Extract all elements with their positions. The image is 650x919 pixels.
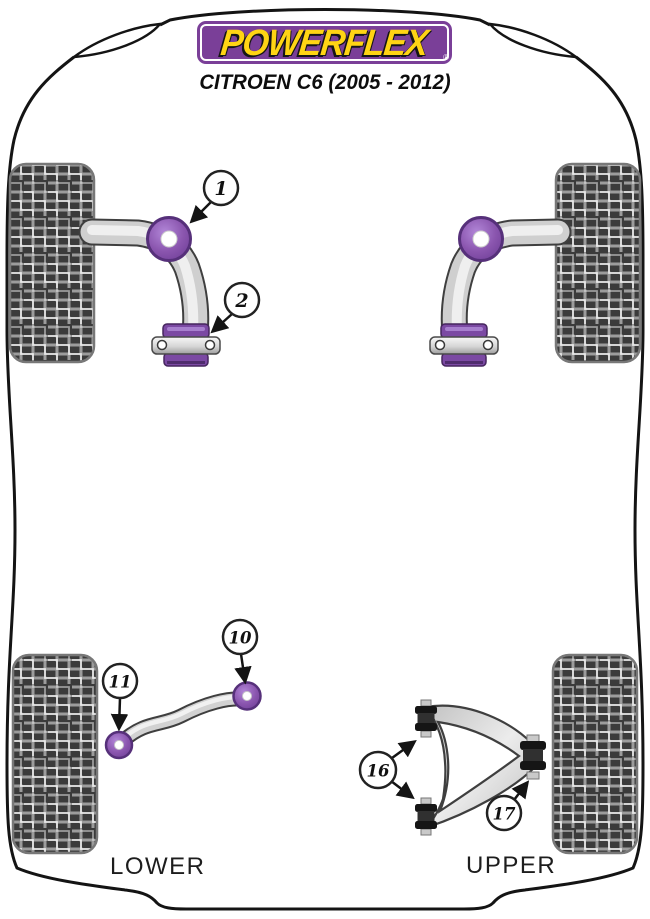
tire-rear-left [11,653,99,855]
callout-11: 11 [101,662,139,732]
front-left-arm [78,216,221,367]
callouts: 1 2 10 11 16 [101,169,530,832]
rear-upper-outer-bush [520,734,546,780]
tire-front-left [8,162,96,364]
rear-right-upper-arm [415,699,546,836]
callout-10-number: 10 [229,629,252,648]
tire-front-right [554,162,642,364]
lower-section-label: LOWER [110,853,206,880]
callout-2-number: 2 [234,290,248,312]
callout-2: 2 [210,281,261,334]
car-left-side [5,55,325,911]
powerflex-logo-text: POWERFLEX [219,21,430,64]
headlight-right-icon [487,22,581,59]
callout-1-number: 1 [214,178,227,200]
rear-upper-inner-bush-front [415,699,437,738]
callout-2-circle [223,281,261,319]
rear-left-lower-arm [104,681,262,760]
car-body-outline [5,8,645,911]
car-top-edge [159,8,491,27]
callout-17-circle [485,794,523,832]
tires [8,162,642,855]
tire-rear-right [551,653,639,855]
callout-1: 1 [189,169,240,224]
front-right-lower-bush [429,323,499,367]
callout-17-number: 17 [493,805,516,824]
callout-1-circle [202,169,240,207]
front-left-lower-bush [151,323,221,367]
callout-11-circle [101,662,139,700]
rear-upper-inner-bush-rear [415,797,437,836]
callout-10: 10 [221,618,259,685]
front-right-bracket [429,336,499,355]
callout-11-number: 11 [109,673,132,692]
rear-arm-front-bush [104,730,134,760]
car-right-side [325,55,645,911]
headlight-left-icon [69,22,163,59]
callout-17: 17 [485,780,530,832]
upper-section-label: UPPER [466,852,557,879]
callout-10-circle [221,618,259,656]
callout-16: 16 [358,739,417,800]
rear-arm-rear-bush [232,681,262,711]
front-right-arm [429,216,572,367]
front-right-upper-bush [458,216,504,262]
powerflex-logo: POWERFLEX ® [197,21,452,64]
registered-trademark-icon: ® [443,53,449,62]
callout-16-number: 16 [367,762,390,781]
front-left-upper-bush [146,216,192,262]
front-left-bracket [151,336,221,355]
callout-16-circle [358,750,398,790]
vehicle-title: CITROEN C6 (2005 - 2012) [199,71,451,94]
